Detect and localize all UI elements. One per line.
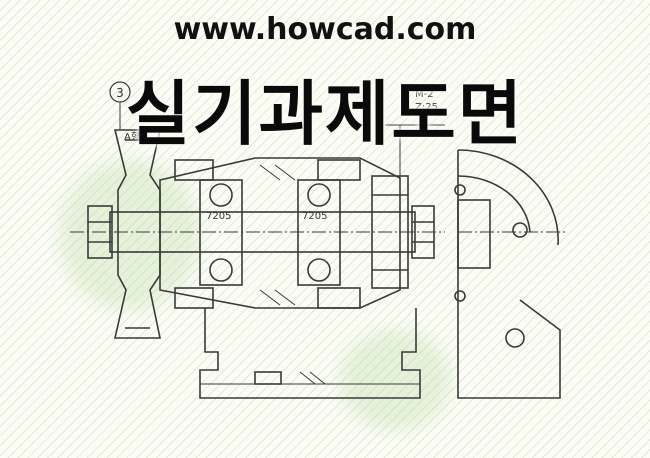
pedestal-base	[199, 308, 421, 399]
v-belt-pulley	[113, 129, 161, 339]
bearing-housing	[159, 157, 401, 309]
background-blob	[60, 160, 200, 310]
right-cover-top	[317, 159, 361, 181]
gear-module-label: M-2	[415, 89, 434, 100]
left-cover-bottom	[174, 287, 214, 309]
pulley-type-label: A형	[124, 131, 140, 143]
right-bearing	[297, 179, 341, 286]
base-slot	[254, 371, 282, 385]
gear-teeth-label: Z:25	[415, 102, 438, 113]
right-nut	[411, 205, 435, 259]
left-cover-top	[174, 159, 214, 181]
callout-number: 3	[116, 86, 124, 100]
spur-gear	[371, 175, 409, 289]
page-title: 실기과제도면	[125, 73, 525, 155]
side-view-inner-arc	[457, 175, 531, 233]
left-bearing	[199, 179, 243, 286]
shaft	[109, 211, 416, 253]
side-view-arc	[457, 149, 559, 246]
right-cover-bottom	[317, 287, 361, 309]
side-view-outline	[457, 150, 561, 399]
site-url[interactable]: www.howcad.com	[173, 12, 477, 47]
side-view-bolt-hole	[505, 328, 525, 348]
bearing-right-label: 7205	[302, 211, 327, 222]
side-view-hole	[512, 222, 528, 238]
background-blob	[340, 330, 450, 430]
side-view-shaft	[457, 199, 491, 269]
left-nut	[87, 205, 113, 259]
bearing-left-label: 7205	[206, 211, 231, 222]
